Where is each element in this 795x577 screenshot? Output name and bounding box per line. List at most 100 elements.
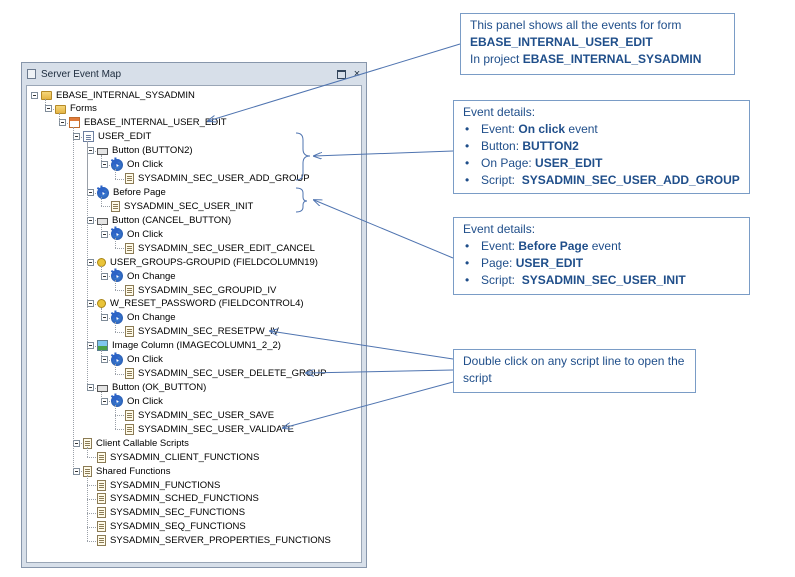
tree-script-item[interactable]: SYSADMIN_SEC_USER_INIT — [111, 199, 254, 213]
tree-node-label: USER_EDIT — [98, 131, 152, 143]
tree-node[interactable]: Button (CANCEL_BUTTON) — [97, 213, 232, 227]
folder-open-icon — [41, 91, 52, 100]
tree-script-item[interactable]: SYSADMIN_SEC_USER_ADD_GROUP — [125, 172, 311, 186]
collapse-toggle-icon[interactable] — [87, 384, 94, 392]
tree-connector — [115, 415, 124, 417]
tree-node-label: On Change — [127, 270, 176, 282]
folder-open-icon — [55, 104, 66, 114]
panel-titlebar[interactable]: Server Event Map × — [24, 65, 364, 83]
form-icon — [69, 117, 80, 129]
tree-script-item[interactable]: SYSADMIN_SCHED_FUNCTIONS — [97, 492, 260, 506]
collapse-toggle-icon[interactable] — [59, 119, 66, 127]
tree-node-label: Forms — [70, 103, 97, 115]
script-icon — [97, 493, 106, 505]
tree-script-item[interactable]: SYSADMIN_SERVER_PROPERTIES_FUNCTIONS — [97, 534, 332, 548]
callout-click-heading: Event details: — [463, 105, 536, 119]
tree-node[interactable]: On Click — [110, 155, 164, 172]
server-event-map-panel: Server Event Map × EBASE_INTERNAL_SYSADM… — [21, 62, 367, 568]
arrow-to-form — [208, 43, 461, 121]
tree-node-label: SYSADMIN_FUNCTIONS — [110, 479, 221, 491]
tree-node-label: Button (OK_BUTTON) — [112, 382, 207, 394]
tree-node-label: SYSADMIN_SEC_USER_VALIDATE — [138, 423, 294, 435]
tree-node-label: SYSADMIN_SEC_USER_DELETE_GROUP — [138, 368, 327, 380]
callout-double-click: Double click on any script line to open … — [453, 349, 696, 393]
tree-node[interactable]: Forms — [55, 102, 98, 116]
close-icon[interactable]: × — [353, 68, 361, 80]
tree-connector — [45, 99, 46, 109]
script-icon — [97, 507, 106, 519]
tree-node[interactable]: EBASE_INTERNAL_USER_EDIT — [69, 116, 228, 130]
tree-node-label: Shared Functions — [96, 465, 171, 477]
collapse-toggle-icon[interactable] — [101, 230, 108, 238]
tree-script-item[interactable]: SYSADMIN_SEC_USER_SAVE — [125, 408, 275, 422]
tree-connector — [87, 457, 96, 459]
tree-node[interactable]: Button (BUTTON2) — [97, 144, 194, 158]
tree-node[interactable]: EBASE_INTERNAL_SYSADMIN — [41, 88, 196, 102]
script-icon — [111, 200, 120, 212]
tree-node[interactable]: On Click — [110, 391, 164, 408]
tree-connector — [115, 248, 124, 250]
tree-node-label: SYSADMIN_SEC_RESETPW_IV — [138, 326, 279, 338]
tree-connector — [101, 307, 102, 318]
tree-script-item[interactable]: SYSADMIN_SEC_RESETPW_IV — [125, 325, 280, 339]
image-icon — [97, 340, 108, 352]
tree-node[interactable]: Before Page — [96, 183, 167, 200]
tree-script-item[interactable]: SYSADMIN_CLIENT_FUNCTIONS — [97, 450, 260, 464]
callout-before-list: Event: Before Page event Page: USER_EDIT… — [463, 238, 740, 289]
tree-connector — [115, 290, 124, 292]
callout-before-item: Script: SYSADMIN_SEC_USER_INIT — [463, 272, 740, 289]
arrow-to-validate — [283, 381, 454, 428]
tree-script-item[interactable]: SYSADMIN_FUNCTIONS — [97, 478, 221, 492]
tree-connector — [87, 140, 88, 388]
tree-node[interactable]: On Change — [110, 308, 177, 325]
event-icon — [110, 308, 123, 324]
tree-node-label: EBASE_INTERNAL_SYSADMIN — [56, 89, 195, 101]
collapse-toggle-icon[interactable] — [73, 467, 80, 475]
tree-node-label: On Change — [127, 312, 176, 324]
tree-connector — [115, 331, 124, 333]
restore-icon[interactable] — [334, 67, 348, 81]
collapse-toggle-icon[interactable] — [101, 397, 108, 405]
collapse-toggle-icon[interactable] — [45, 105, 52, 113]
tree-node[interactable]: Button (OK_BUTTON) — [97, 381, 207, 395]
tree-node-label: On Click — [127, 159, 163, 171]
collapse-toggle-icon[interactable] — [101, 161, 108, 169]
tree-connector — [101, 349, 102, 360]
tree-node[interactable]: On Click — [110, 224, 164, 241]
tree-node-label: SYSADMIN_SEC_USER_SAVE — [138, 409, 275, 421]
event-icon — [110, 155, 123, 171]
collapse-toggle-icon[interactable] — [101, 356, 108, 364]
tree-node-label: Button (CANCEL_BUTTON) — [112, 214, 232, 226]
tree-connector — [87, 498, 96, 500]
tree-connector — [101, 391, 102, 402]
tree-connector — [73, 126, 74, 472]
script-icon — [125, 409, 134, 421]
tree-connector — [115, 321, 116, 332]
tree-connector — [101, 266, 102, 277]
tree-connector — [59, 112, 60, 123]
tree-script-item[interactable]: SYSADMIN_SEQ_FUNCTIONS — [97, 520, 247, 534]
event-icon — [96, 183, 109, 199]
script-icon — [125, 326, 134, 338]
tree-script-item[interactable]: SYSADMIN_SEC_USER_EDIT_CANCEL — [125, 241, 316, 255]
button-icon — [97, 148, 108, 156]
collapse-toggle-icon[interactable] — [31, 91, 38, 99]
tree-script-item[interactable]: SYSADMIN_SEC_FUNCTIONS — [97, 506, 246, 520]
collapse-toggle-icon[interactable] — [101, 272, 108, 280]
tree-node[interactable]: USER_EDIT — [83, 130, 152, 144]
tree-node[interactable]: Image Column (IMAGECOLUMN1_2_2) — [97, 339, 282, 353]
tree-script-item[interactable]: SYSADMIN_SEC_USER_DELETE_GROUP — [125, 367, 327, 381]
tree-node-label: W_RESET_PASSWORD (FIELDCONTROL4) — [110, 298, 304, 310]
tree-connector — [87, 512, 96, 514]
tree-node-label: SYSADMIN_SERVER_PROPERTIES_FUNCTIONS — [110, 535, 331, 547]
tree-script-item[interactable]: SYSADMIN_SEC_GROUPID_IV — [125, 283, 277, 297]
tree-node[interactable]: On Click — [110, 350, 164, 367]
collapse-toggle-icon[interactable] — [101, 314, 108, 322]
tree-script-item[interactable]: SYSADMIN_SEC_USER_VALIDATE — [125, 422, 295, 436]
tree-node[interactable]: On Change — [110, 266, 177, 283]
tree-connector — [115, 178, 124, 180]
tree-node-label: SYSADMIN_SCHED_FUNCTIONS — [110, 493, 259, 505]
tree-connector — [115, 405, 116, 430]
